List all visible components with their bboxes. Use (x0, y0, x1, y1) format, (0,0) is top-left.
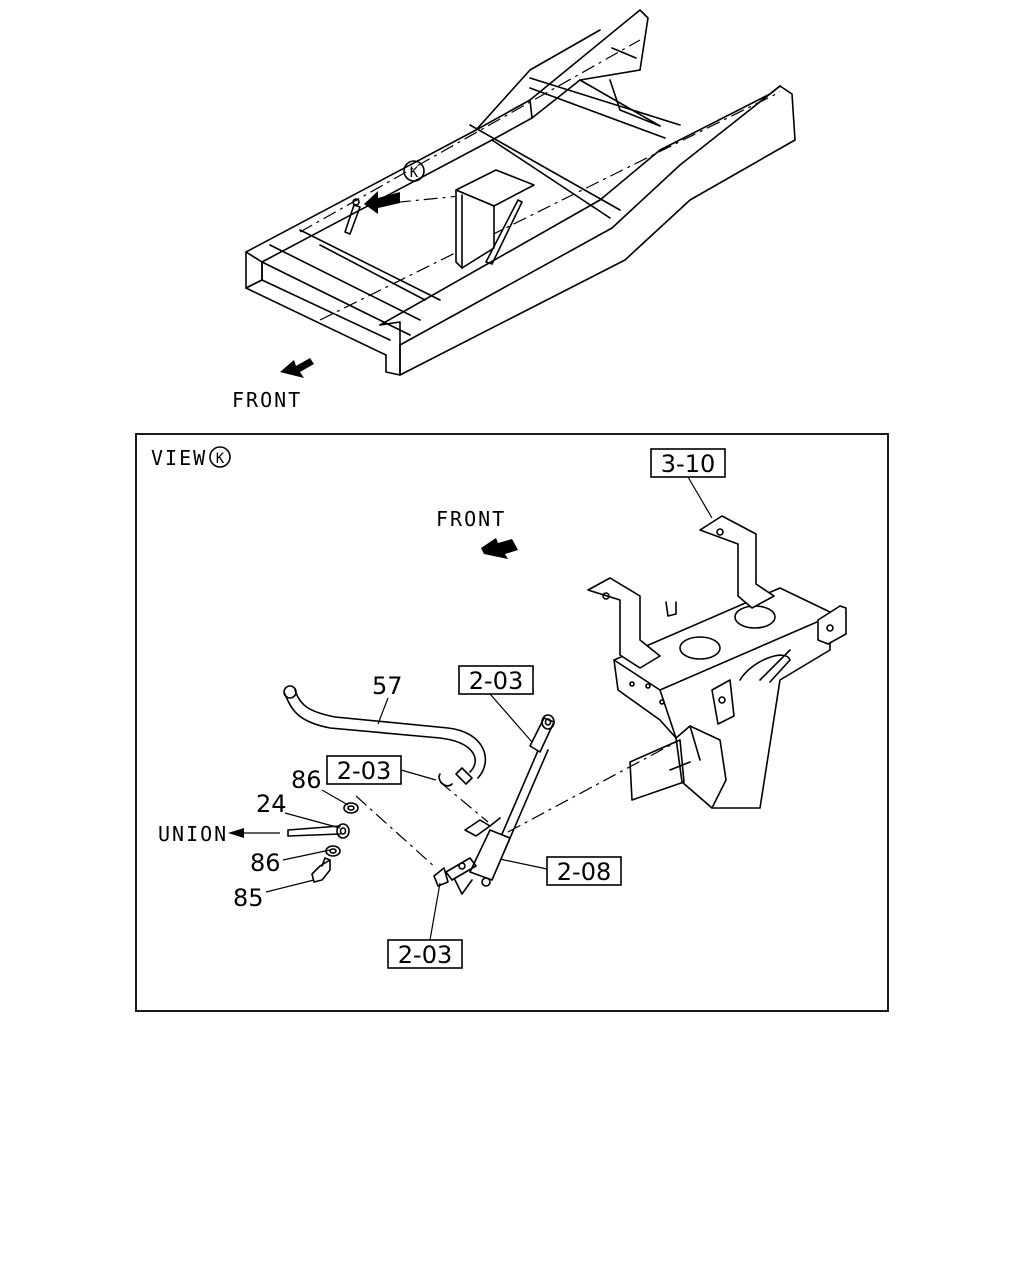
hose-57 (283, 685, 487, 787)
ref-2-03-lower: 2-03 (387, 882, 463, 969)
svg-text:2-03: 2-03 (337, 757, 391, 785)
part-86-lower: 86 (250, 849, 281, 877)
svg-text:2-03: 2-03 (398, 941, 452, 969)
front-label-detail: FRONT (436, 507, 506, 531)
view-title-marker: K (216, 451, 225, 467)
part-85: 85 (233, 884, 264, 912)
route-line-1 (355, 795, 437, 869)
ref-2-08: 2-08 (489, 856, 622, 886)
union-assembly (287, 802, 359, 883)
damper-assembly (433, 714, 555, 895)
ref-2-03-mid: 2-03 (326, 755, 437, 785)
chassis-frame (245, 9, 796, 376)
svg-text:2-03: 2-03 (469, 667, 523, 695)
view-k-marker-circle (403, 160, 425, 182)
union-arrow-head (228, 828, 244, 838)
detail-view-frame (135, 433, 889, 1012)
route-line-2 (439, 781, 489, 823)
svg-text:3-10: 3-10 (661, 450, 715, 478)
union-label: UNION (158, 822, 228, 846)
ref-2-03-upper: 2-03 (458, 665, 534, 743)
front-arrow-top (280, 358, 314, 378)
view-title: VIEW (151, 446, 207, 470)
ref-3-10: 3-10 (650, 448, 726, 519)
front-arrow-detail (481, 538, 518, 559)
view-k-marker: K (410, 165, 419, 181)
part-57: 57 (372, 672, 403, 700)
part-86-upper: 86 (291, 766, 322, 794)
route-line-3 (507, 739, 681, 833)
front-label-top: FRONT (232, 388, 302, 412)
view-title-marker-circle (209, 446, 231, 468)
svg-text:2-08: 2-08 (557, 858, 611, 886)
frame-bracket-3-10 (587, 515, 847, 809)
part-24: 24 (256, 790, 287, 818)
